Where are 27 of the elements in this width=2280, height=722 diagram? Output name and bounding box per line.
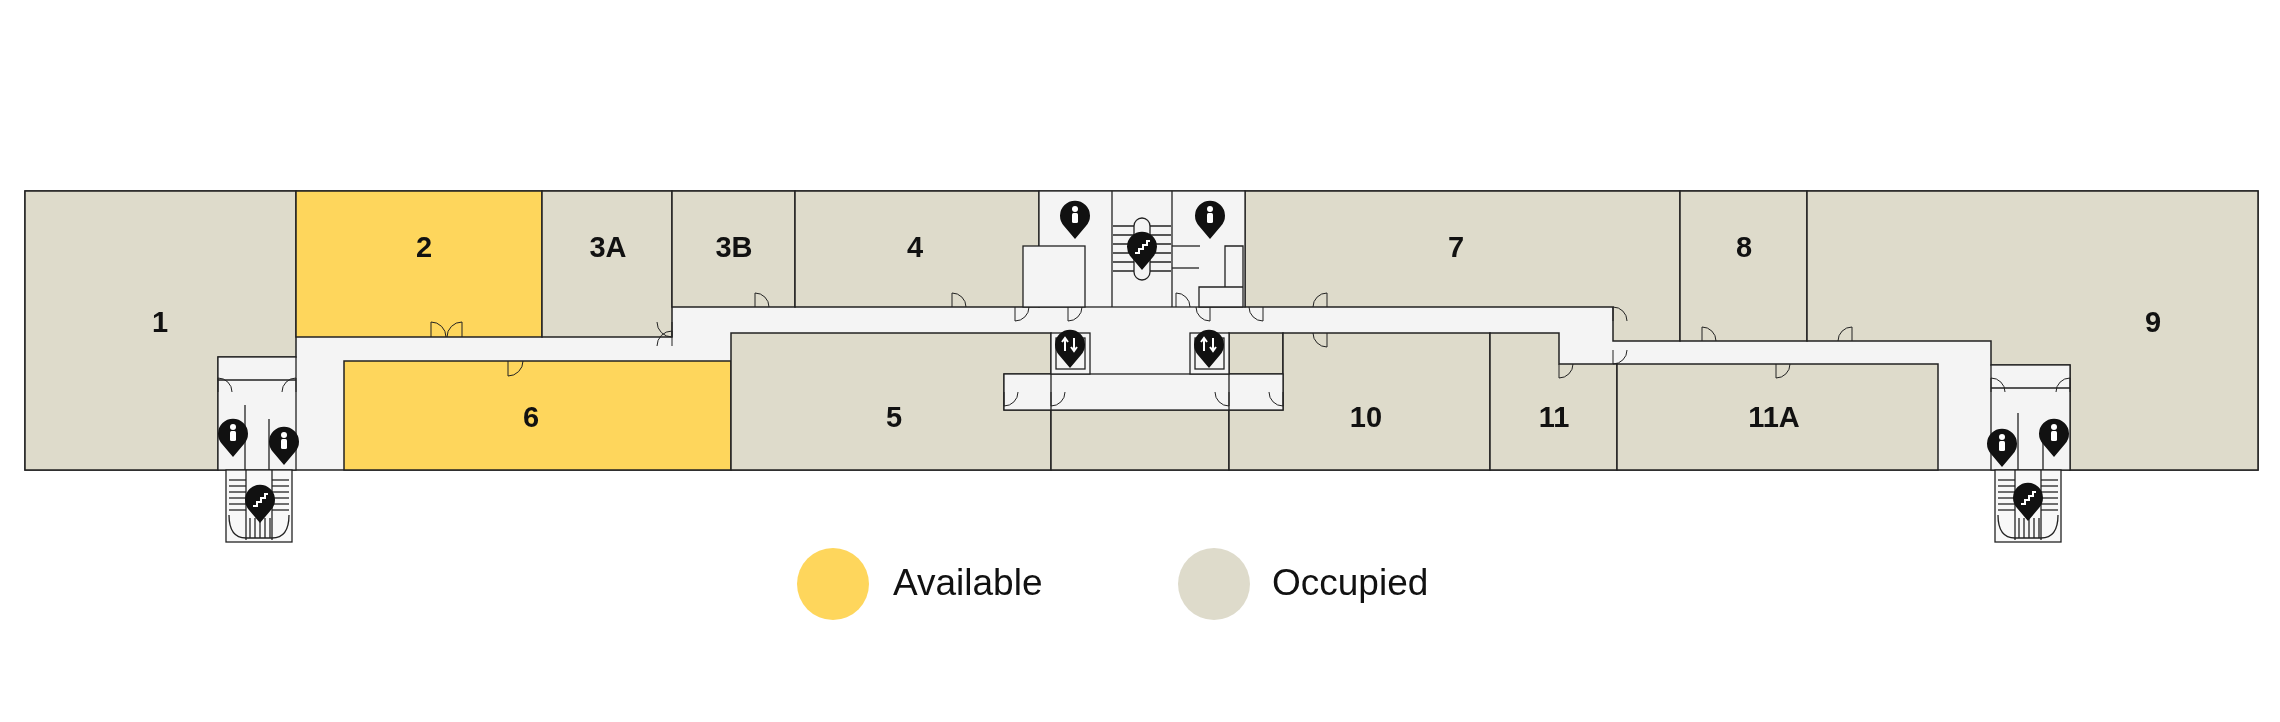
unit-number: 11A <box>1748 402 1800 432</box>
unit-number: 5 <box>885 402 903 432</box>
unit-number: 7 <box>1447 232 1465 262</box>
unit-number: 3A <box>589 232 627 262</box>
unit-number: 3B <box>715 232 753 262</box>
unlabeled-room <box>1229 333 1283 374</box>
unit-area <box>25 191 296 470</box>
legend-label: Available <box>893 564 1043 601</box>
unit-area <box>795 191 1039 307</box>
unit-area <box>1680 191 1807 341</box>
unit-area <box>344 361 731 470</box>
unit-area <box>296 191 542 337</box>
unit-number: 2 <box>415 232 433 262</box>
unit-number: 6 <box>522 402 540 432</box>
unit-area <box>672 191 795 307</box>
unit-number: 1 <box>151 307 169 337</box>
legend-label: Occupied <box>1272 564 1429 601</box>
unit-number: 8 <box>1735 232 1753 262</box>
unit-number: 4 <box>906 232 924 262</box>
unit-area <box>1807 191 2258 470</box>
unit-area <box>731 333 1051 470</box>
unit-number: 11 <box>1538 402 1570 432</box>
unit-area <box>542 191 672 337</box>
unlabeled-room <box>1051 410 1229 470</box>
unit-number: 9 <box>2144 307 2162 337</box>
unit-area <box>1617 364 1938 470</box>
unit-number: 10 <box>1349 402 1383 432</box>
